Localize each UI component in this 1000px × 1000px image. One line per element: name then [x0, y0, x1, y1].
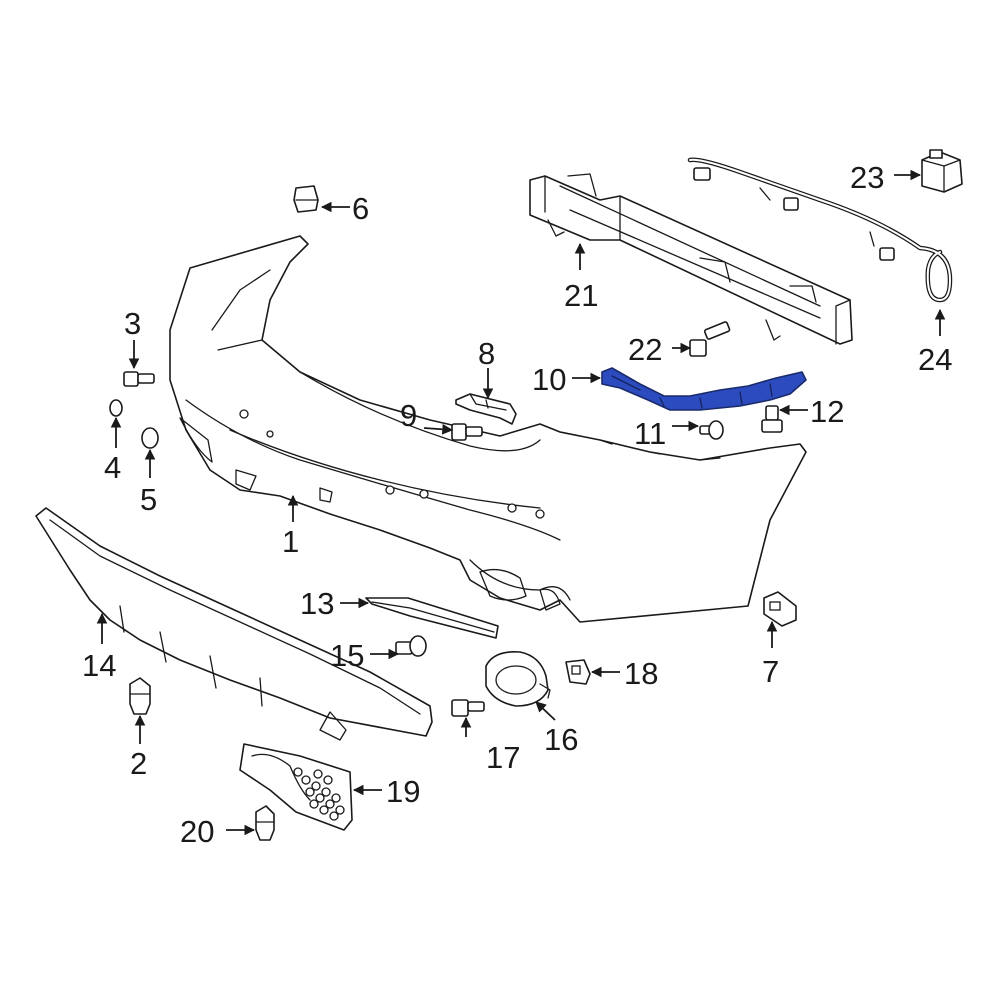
callout-17: 17 — [486, 740, 520, 775]
leader-lines — [96, 169, 946, 836]
callout-18: 18 — [624, 656, 658, 691]
bumper-bracket-part-highlighted[interactable] — [601, 367, 807, 411]
lower-diffuser-part[interactable] — [35, 507, 433, 741]
callout-20: 20 — [180, 814, 214, 849]
grommet-4-part[interactable] — [109, 399, 123, 417]
callout-1: 1 — [282, 524, 299, 559]
bolt-9-part[interactable] — [451, 423, 483, 441]
callout-15: 15 — [330, 638, 364, 673]
callout-23: 23 — [850, 160, 884, 195]
callout-16: 16 — [544, 722, 578, 757]
bolt-22-part[interactable] — [689, 321, 731, 357]
trim-strip-part[interactable] — [365, 597, 499, 639]
wiring-harness-part[interactable] — [687, 157, 953, 303]
grille-insert-part[interactable] — [239, 743, 353, 831]
clip-7-part[interactable] — [763, 591, 797, 627]
callout-10: 10 — [532, 362, 566, 397]
callout-13: 13 — [300, 586, 334, 621]
callout-22: 22 — [628, 332, 662, 367]
callout-2: 2 — [130, 746, 147, 781]
callout-9: 9 — [400, 398, 417, 433]
reinforcement-beam-part[interactable] — [529, 173, 853, 345]
bracket-8-part[interactable] — [455, 393, 517, 425]
callout-11: 11 — [634, 416, 666, 451]
callout-21: 21 — [564, 278, 598, 313]
callout-24: 24 — [918, 342, 952, 377]
callout-14: 14 — [82, 648, 116, 683]
clip-6-part[interactable] — [293, 185, 319, 213]
clip-2-part[interactable] — [129, 677, 151, 715]
bolt-12-part[interactable] — [761, 405, 783, 433]
callout-12: 12 — [810, 394, 844, 429]
callout-3: 3 — [124, 306, 141, 341]
callout-7: 7 — [762, 654, 779, 689]
bumper-cover-part[interactable] — [169, 235, 807, 623]
callout-5: 5 — [140, 482, 157, 517]
exhaust-ring-part[interactable] — [485, 650, 551, 707]
screw-11-part[interactable] — [699, 420, 724, 440]
callout-4: 4 — [104, 450, 121, 485]
callout-19: 19 — [386, 774, 420, 809]
grommet-5-part[interactable] — [141, 427, 159, 449]
sensor-part[interactable] — [921, 149, 963, 193]
clip-18-part[interactable] — [565, 659, 591, 685]
bolt-3-part[interactable] — [123, 371, 155, 387]
callout-6: 6 — [352, 191, 369, 226]
bolt-17-part[interactable] — [451, 699, 485, 717]
bolt-15-part[interactable] — [395, 635, 427, 657]
callout-labels: 1 2 3 4 5 6 7 8 9 10 11 12 13 14 15 16 1… — [82, 160, 952, 849]
callout-8: 8 — [478, 336, 495, 371]
clip-20-part[interactable] — [255, 805, 275, 841]
